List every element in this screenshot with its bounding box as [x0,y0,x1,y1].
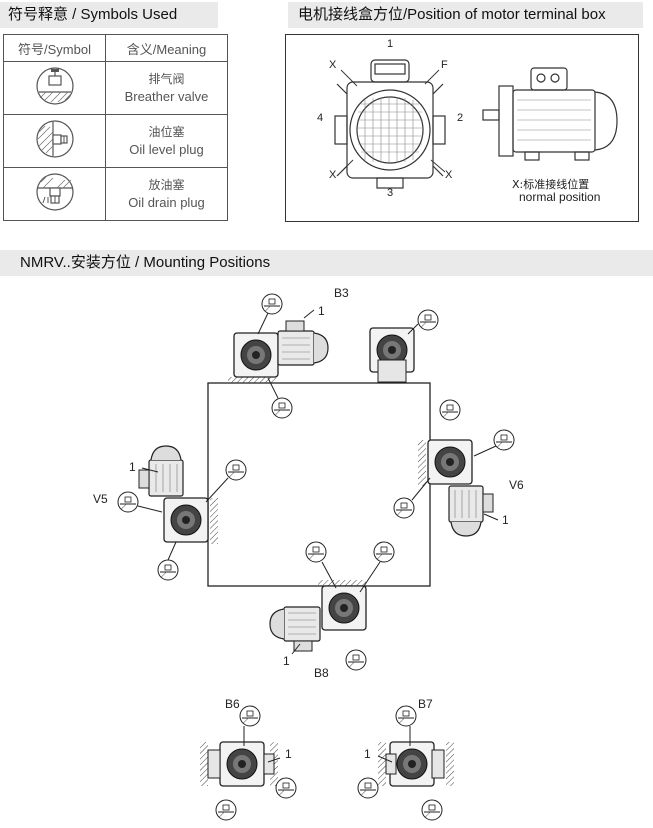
b7-unit [357,705,454,821]
oil-level-plug-meaning: 油位塞 Oil level plug [105,114,228,168]
mount-label-v6: V6 [509,478,524,492]
table-row: 排气阀 Breather valve [3,61,228,115]
terminal-pos-4: 4 [317,112,323,124]
mount-label-v5: V5 [93,492,108,506]
terminal-pos-3: 3 [387,187,393,199]
oil-drain-plug-icon [3,167,106,221]
col-meaning-header: 含义/Meaning [105,34,228,62]
terminal-box-diagram: 1 2 3 4 X F X X [317,38,618,199]
terminal-mark-x-bl: X [329,169,337,181]
terminal-note-cn: X:标准接线位置 [512,178,590,191]
v6-unit [393,399,515,537]
breather-valve-icon [3,61,106,115]
motor-end-view [334,59,446,189]
terminal-mark-x-br: X [445,169,453,181]
terminal-note-en: normal position [519,190,601,204]
table-row: 放油塞 Oil drain plug [3,167,228,221]
symbols-table: 符号/Symbol 含义/Meaning 排气阀 Breather valve [3,34,228,221]
b3-top-unit [369,309,439,383]
col-symbol-header: 符号/Symbol [3,34,106,62]
terminal-pos-1: 1 [387,38,393,50]
terminal-mark-v5: 1 [129,460,136,474]
b3-unit [228,293,329,419]
terminal-mark-b6: 1 [285,747,292,761]
mount-label-b7: B7 [418,697,433,711]
symbols-table-header: 符号/Symbol 含义/Meaning [3,34,228,62]
terminal-mark-f: F [441,59,448,71]
terminal-mark-b3: 1 [318,304,325,318]
oil-drain-plug-meaning: 放油塞 Oil drain plug [105,167,228,221]
terminal-mark-x-tl: X [329,59,337,71]
b6-unit [200,705,297,821]
terminal-mark-v6: 1 [502,513,509,527]
terminal-mark-b8: 1 [283,654,290,668]
mounting-positions-diagram [117,293,515,821]
terminal-pos-2: 2 [457,112,463,124]
breather-valve-meaning: 排气阀 Breather valve [105,61,228,115]
terminal-box-panel [285,34,639,222]
mount-label-b6: B6 [225,697,240,711]
b8-unit [269,541,395,671]
mount-label-b8: B8 [314,666,329,680]
mounting-section-title: NMRV..安装方位 / Mounting Positions [0,250,653,276]
motor-side-view [482,67,618,161]
mount-label-b3: B3 [334,286,349,300]
terminal-mark-b7: 1 [364,747,371,761]
table-row: 油位塞 Oil level plug [3,114,228,168]
v5-unit [117,445,247,581]
symbols-section-title: 符号释意 / Symbols Used [0,2,218,28]
oil-level-plug-icon [3,114,106,168]
terminal-box-section-title: 电机接线盒方位/Position of motor terminal box [288,2,643,28]
